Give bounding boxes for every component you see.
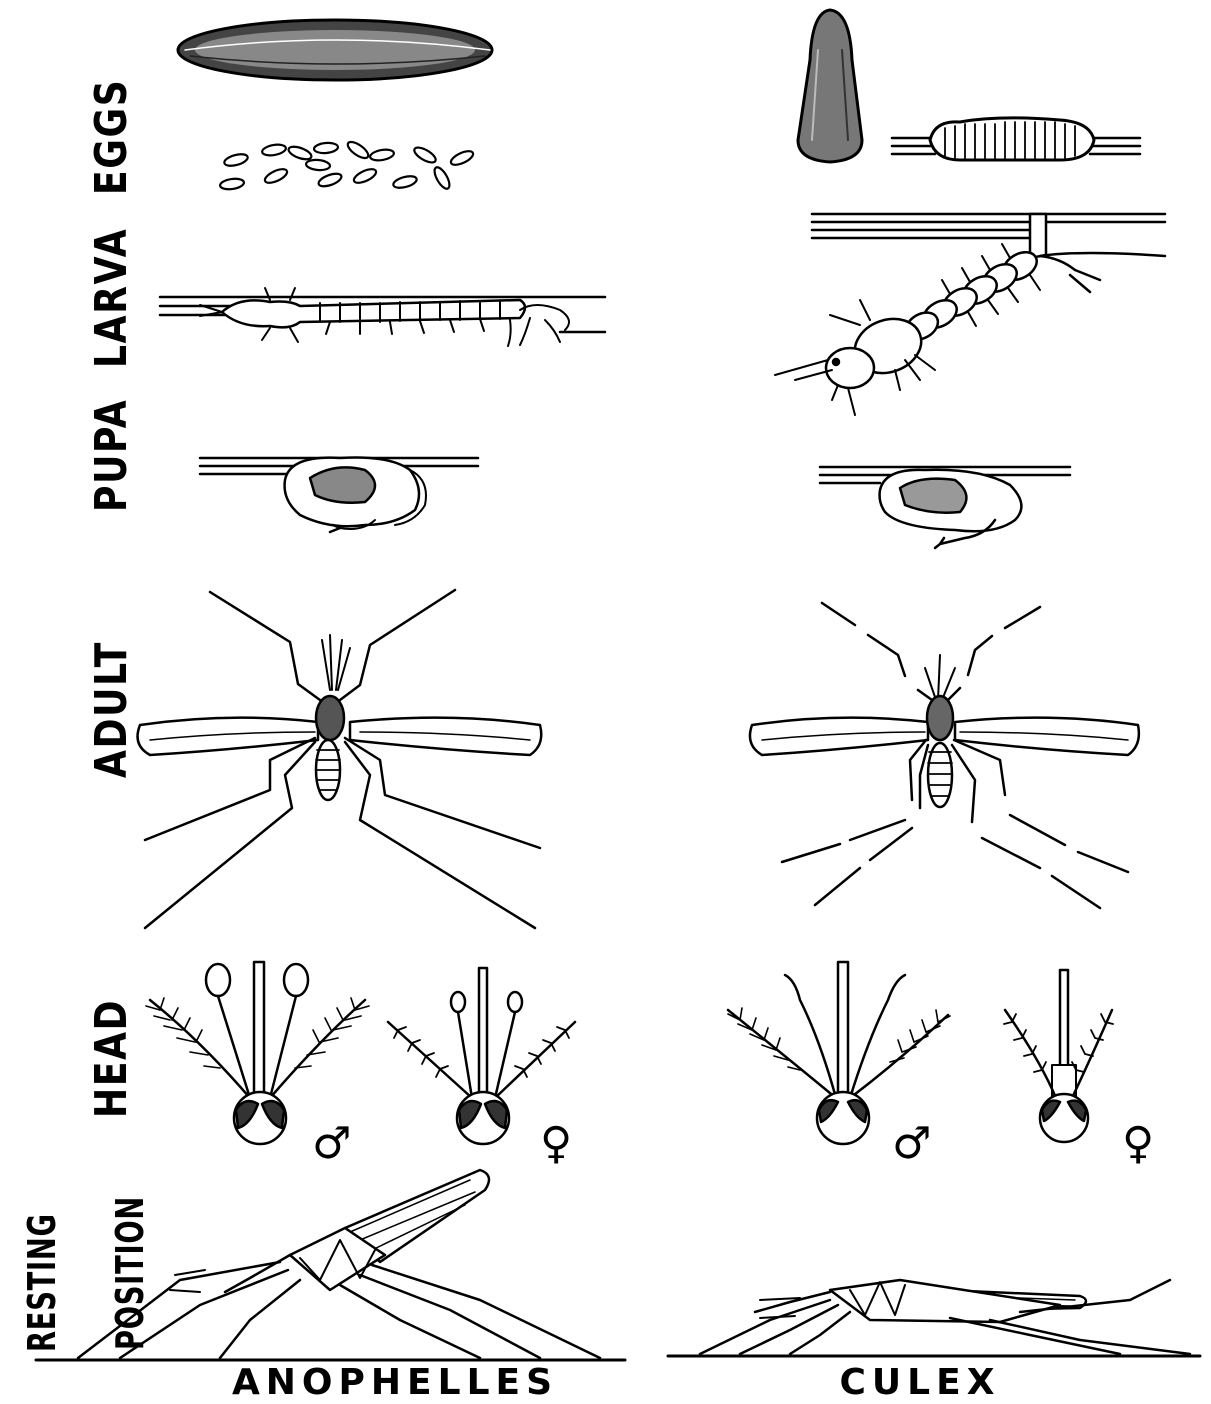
row-label-eggs: EGGS xyxy=(86,79,137,195)
culex-larva xyxy=(775,214,1165,415)
anopheles-single-eggs xyxy=(219,139,475,191)
culex-adult xyxy=(750,603,1139,908)
anopheles-egg-mass xyxy=(178,20,492,80)
row-label-pupa: PUPA xyxy=(86,399,137,512)
culex-resting-position xyxy=(668,1280,1200,1356)
row-label-resting-line1: RESTING xyxy=(20,1213,64,1352)
row-label-head: HEAD xyxy=(86,999,137,1118)
male-symbol-anopheles: ♂ xyxy=(312,1122,351,1166)
anopheles-larva xyxy=(160,288,605,346)
column-label-culex: CULEX xyxy=(830,1362,1010,1403)
anopheles-pupa xyxy=(200,458,478,533)
culex-egg-raft-top xyxy=(798,10,862,162)
anopheles-adult xyxy=(138,590,542,928)
culex-egg-raft-side xyxy=(892,118,1140,160)
row-label-adult: ADULT xyxy=(86,641,137,778)
female-symbol-culex: ♀ xyxy=(1122,1122,1154,1166)
male-symbol-culex: ♂ xyxy=(892,1122,931,1166)
row-label-larva: LARVA xyxy=(86,228,137,368)
anopheles-male-head xyxy=(146,962,369,1144)
culex-female-head xyxy=(1004,970,1113,1142)
row-label-resting-line2: POSITION xyxy=(108,1196,152,1350)
female-symbol-anopheles: ♀ xyxy=(540,1122,572,1166)
culex-male-head xyxy=(728,962,950,1144)
column-label-anopheles: ANOPHELLES xyxy=(230,1362,560,1403)
culex-pupa xyxy=(820,467,1070,548)
